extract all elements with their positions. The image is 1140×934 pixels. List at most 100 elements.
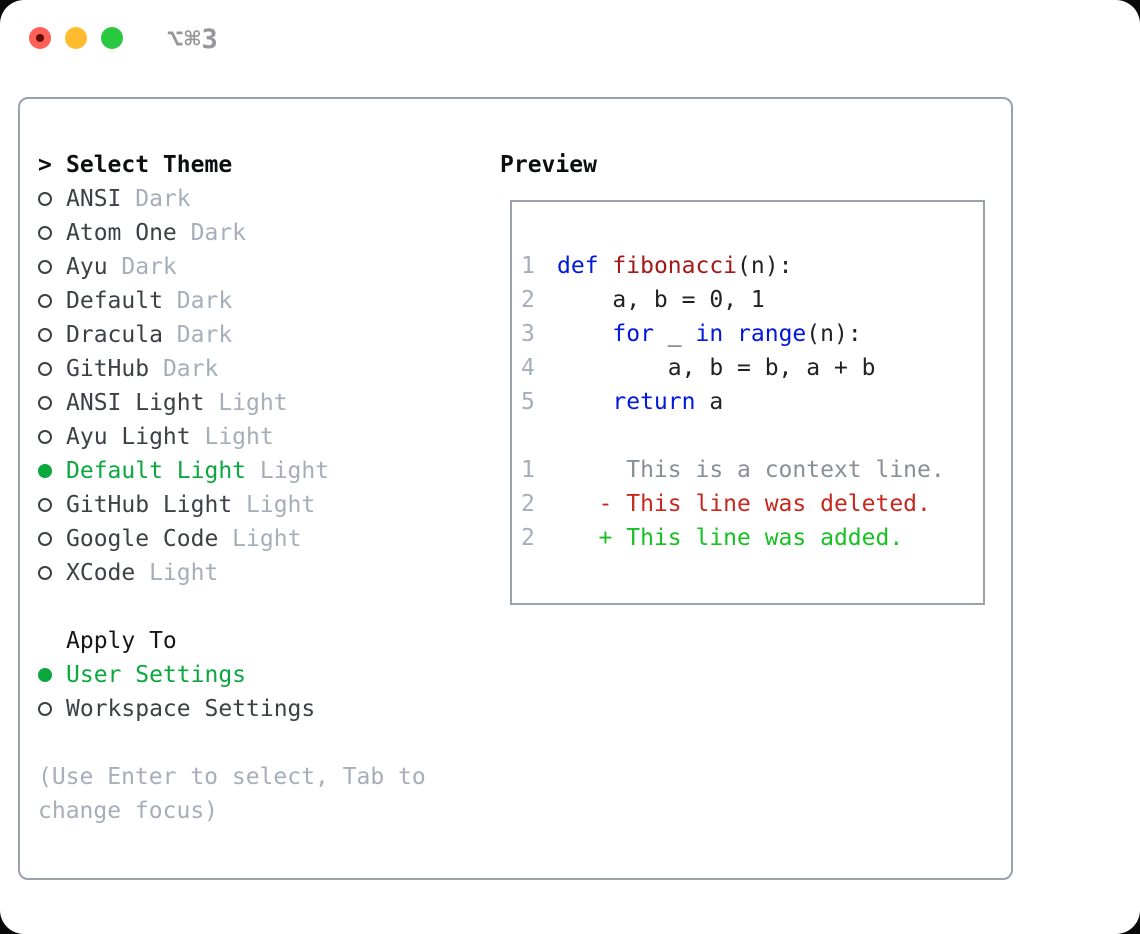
ring-icon bbox=[38, 566, 52, 580]
radio-unselected-icon bbox=[38, 556, 66, 590]
line-number: 4 bbox=[521, 355, 535, 381]
theme-name: XCode bbox=[66, 560, 136, 586]
theme-option-label: GitHub Light Light bbox=[66, 488, 315, 522]
theme-variant-tag: Dark bbox=[149, 356, 219, 382]
preview-code-line: 4 a, b = b, a + b bbox=[521, 351, 983, 385]
theme-name: Ayu bbox=[66, 254, 108, 280]
keyboard-hint-line: change focus) bbox=[38, 794, 488, 828]
ring-icon bbox=[38, 260, 52, 274]
code-segment: + This line was added. bbox=[598, 525, 904, 551]
ring-icon bbox=[38, 498, 52, 512]
radio-unselected-icon bbox=[38, 692, 66, 726]
code-segment: range bbox=[737, 321, 807, 347]
chevron-prompt-icon: > bbox=[38, 152, 52, 178]
line-number bbox=[521, 419, 557, 453]
keyboard-hint-line: (Use Enter to select, Tab to bbox=[38, 760, 488, 794]
traffic-lights bbox=[29, 27, 123, 49]
ring-icon bbox=[38, 192, 52, 206]
radio-unselected-icon bbox=[38, 318, 66, 352]
theme-option[interactable]: GitHub Light Light bbox=[38, 488, 488, 522]
line-number: 2 bbox=[521, 491, 535, 517]
theme-option[interactable]: GitHub Dark bbox=[38, 352, 488, 386]
apply-to-label: User Settings bbox=[66, 662, 247, 688]
code-segment: return bbox=[612, 389, 696, 415]
ring-icon bbox=[38, 430, 52, 444]
theme-list-title: Select Theme bbox=[66, 152, 233, 178]
preview-code-line bbox=[521, 419, 983, 453]
code-segment bbox=[557, 487, 599, 521]
ring-icon bbox=[38, 532, 52, 546]
radio-unselected-icon bbox=[38, 352, 66, 386]
zoom-button[interactable] bbox=[101, 27, 123, 49]
apply-to-option[interactable]: Workspace Settings bbox=[38, 692, 488, 726]
theme-option-label: XCode Light bbox=[66, 556, 218, 590]
code-segment: in bbox=[695, 321, 724, 347]
theme-option[interactable]: Google Code Light bbox=[38, 522, 488, 556]
code-segment: a, b = 0, 1 bbox=[557, 287, 765, 313]
radio-selected-icon bbox=[38, 454, 66, 488]
minimize-button[interactable] bbox=[65, 27, 87, 49]
theme-option-label: Ayu Light Light bbox=[66, 420, 274, 454]
apply-to-title: Apply To bbox=[66, 628, 177, 654]
theme-option[interactable]: XCode Light bbox=[38, 556, 488, 590]
theme-name: ANSI bbox=[66, 186, 122, 212]
preview-code-line: 2 a, b = 0, 1 bbox=[521, 283, 983, 317]
theme-option[interactable]: Ayu Light Light bbox=[38, 420, 488, 454]
code-segment: (n): bbox=[806, 321, 862, 347]
theme-option-label: Google Code Light bbox=[66, 522, 301, 556]
theme-option[interactable]: ANSI Light Light bbox=[38, 386, 488, 420]
code-segment: (n): bbox=[737, 253, 793, 279]
hint-text: (Use Enter to select, Tab to bbox=[38, 764, 426, 790]
ring-icon bbox=[38, 328, 52, 342]
line-number: 2 bbox=[521, 287, 535, 313]
code-segment: _ bbox=[653, 321, 696, 347]
code-segment bbox=[723, 317, 737, 351]
theme-option[interactable]: Default Light Light bbox=[38, 454, 488, 488]
close-button[interactable] bbox=[29, 27, 51, 49]
line-number: 1 bbox=[521, 457, 535, 483]
line-number: 2 bbox=[521, 525, 535, 551]
unsaved-changes-indicator-icon bbox=[36, 34, 44, 42]
code-segment bbox=[599, 249, 613, 283]
radio-unselected-icon bbox=[38, 488, 66, 522]
spacer-row bbox=[38, 590, 488, 624]
theme-variant-tag: Light bbox=[190, 424, 274, 450]
radio-unselected-icon bbox=[38, 182, 66, 216]
theme-variant-tag: Dark bbox=[176, 220, 247, 246]
apply-to-option[interactable]: User Settings bbox=[38, 658, 488, 692]
ring-icon bbox=[38, 702, 52, 716]
radio-selected-icon bbox=[38, 658, 66, 692]
theme-option-label: Atom One Dark bbox=[66, 216, 246, 250]
theme-option[interactable]: Atom One Dark bbox=[38, 216, 488, 250]
theme-name: Default bbox=[66, 288, 163, 314]
theme-variant-tag: Light bbox=[232, 492, 316, 518]
theme-option[interactable]: Dracula Dark bbox=[38, 318, 488, 352]
theme-option-label: Default Dark bbox=[66, 284, 232, 318]
preview-code-line: 2 - This line was deleted. bbox=[521, 487, 983, 521]
filled-dot-icon bbox=[38, 668, 52, 682]
ring-icon bbox=[38, 226, 52, 240]
titlebar: ⌥⌘3 bbox=[0, 0, 1140, 80]
theme-variant-tag: Light bbox=[246, 458, 330, 484]
preview-code-line: 5 return a bbox=[521, 385, 983, 419]
spacer-row bbox=[38, 726, 488, 760]
code-segment: def bbox=[557, 253, 599, 279]
code-segment: a, b = b, a + b bbox=[557, 355, 876, 381]
theme-name: GitHub bbox=[66, 356, 150, 382]
theme-option[interactable]: Ayu Dark bbox=[38, 250, 488, 284]
theme-name: Atom One bbox=[66, 220, 177, 246]
preview-header: Preview bbox=[500, 152, 597, 178]
theme-name: Ayu Light bbox=[66, 424, 191, 450]
theme-name: Google Code bbox=[66, 526, 219, 552]
radio-unselected-icon bbox=[38, 386, 66, 420]
preview-code-line: 2 + This line was added. bbox=[521, 521, 983, 555]
theme-option-label: Ayu Dark bbox=[66, 250, 177, 284]
theme-option[interactable]: Default Dark bbox=[38, 284, 488, 318]
preview-code-line: 3 for _ in range(n): bbox=[521, 317, 983, 351]
theme-name: Default Light bbox=[66, 458, 247, 484]
theme-option-label: GitHub Dark bbox=[66, 352, 218, 386]
theme-option[interactable]: ANSI Dark bbox=[38, 182, 488, 216]
